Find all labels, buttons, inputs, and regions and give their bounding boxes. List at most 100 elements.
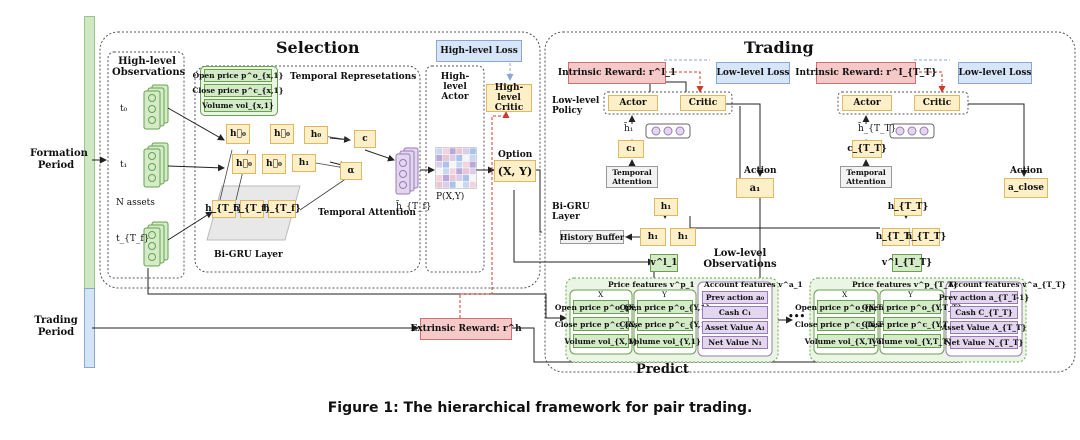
extrinsic-reward: Extrinsic Reward: r^h bbox=[410, 318, 522, 340]
critic-T: Critic bbox=[914, 95, 960, 111]
trading-region bbox=[544, 31, 1076, 373]
heatmap-cell bbox=[469, 181, 477, 189]
low-level-policy-region-2 bbox=[837, 91, 969, 115]
n-assets-label: N assets bbox=[116, 198, 155, 208]
heatmap-cell bbox=[455, 174, 463, 182]
obs1-prev-action: Prev action a₀ bbox=[702, 291, 768, 304]
hT-fwd-trading: h_{T_T} bbox=[876, 228, 916, 246]
selection-title: Selection bbox=[276, 38, 360, 57]
heatmap-cell bbox=[435, 174, 443, 182]
x-col-1: X bbox=[598, 290, 604, 299]
bigru-layer-label: Bi-GRU Layer bbox=[214, 250, 283, 260]
heatmap-cell bbox=[442, 167, 450, 175]
h1tilde-label: h̃₁ bbox=[624, 124, 634, 134]
heatmap-cell bbox=[462, 181, 470, 189]
obsT-prev-action: Prev action a_{T_T-1} bbox=[938, 291, 1030, 304]
t0-label: t₀ bbox=[120, 104, 128, 114]
account-features-1-label: Account features v^a_1 bbox=[704, 280, 803, 289]
obsT-x-close: Close price p^c_{X,T_T} bbox=[795, 317, 897, 331]
h-backward-T: h_{T_f} bbox=[233, 200, 271, 218]
selection-region bbox=[99, 31, 541, 289]
alpha-box: α bbox=[340, 162, 362, 180]
low-level-policy-label: Low-level Policy bbox=[552, 96, 600, 116]
actor-T: Actor bbox=[842, 95, 892, 111]
actor-1: Actor bbox=[608, 95, 658, 111]
tTf-label: t_{T_f} bbox=[116, 234, 150, 244]
action-label-1: Action bbox=[744, 166, 777, 176]
obsT-x-open: Open price p^o_{X,T_T} bbox=[795, 300, 897, 314]
bigru-label: Bi-GRU Layer bbox=[552, 202, 590, 222]
heatmap-cell bbox=[449, 181, 457, 189]
htilde-label: h̃_{T_f} bbox=[396, 202, 432, 212]
heatmap-cell bbox=[455, 181, 463, 189]
ellipsis: ••• bbox=[788, 312, 806, 322]
low-level-loss-1: Low-level Loss bbox=[716, 62, 790, 84]
heatmap-cell bbox=[449, 147, 457, 155]
heatmap-cell bbox=[435, 161, 443, 169]
obs1-net-value: Net Value N₁ bbox=[702, 336, 768, 349]
obs1-x-open: Open price p^o_{X,1} bbox=[555, 300, 647, 314]
obsT-asset-value: Asset Value A_{T_T} bbox=[941, 321, 1027, 334]
y-col-T: Y bbox=[908, 290, 913, 299]
critic-1: Critic bbox=[680, 95, 726, 111]
heatmap-cell bbox=[469, 154, 477, 162]
heatmap-cell bbox=[442, 161, 450, 169]
heatmap-cell bbox=[469, 167, 477, 175]
vT-box: v^l_{T_T} bbox=[882, 254, 932, 272]
trading-period-label: Trading Period bbox=[34, 315, 78, 338]
account-features-T-label: Account features v^a_{T_T} bbox=[948, 280, 1067, 289]
high-level-actor-region bbox=[425, 65, 485, 273]
v1-box: v^l_1 bbox=[650, 254, 678, 272]
feature-close-price: Close price p^c_{x,1} bbox=[192, 84, 284, 97]
heatmap-cell bbox=[469, 147, 477, 155]
h-forward-1: h⃗₀ bbox=[232, 154, 256, 174]
heatmap-cell bbox=[455, 154, 463, 162]
heatmap-cell bbox=[435, 147, 443, 155]
heatmap-cell bbox=[449, 154, 457, 162]
h1-fwd-trading: h₁ bbox=[640, 228, 666, 246]
h1-bwd-trading: h₁ bbox=[670, 228, 696, 246]
obsT-y-open: Open price p^o_{Y,T_T} bbox=[862, 300, 962, 314]
option-label: Option bbox=[498, 150, 533, 160]
price-features-T-label: Price features v^p_{T_T} bbox=[852, 280, 958, 289]
heatmap-cell bbox=[442, 174, 450, 182]
h-forward-0: h⃗₀ bbox=[226, 124, 250, 144]
high-level-critic: High-level Critic bbox=[486, 83, 532, 113]
predict-label: Predict bbox=[636, 362, 689, 377]
temporal-attention-1: Temporal Attention bbox=[606, 166, 658, 188]
heatmap-cell bbox=[455, 167, 463, 175]
cT-box: c_{T_T} bbox=[847, 140, 887, 158]
temporal-attention-label: Temporal Attention bbox=[318, 208, 416, 218]
heatmap-cell bbox=[449, 167, 457, 175]
high-level-loss: High-level Loss bbox=[436, 40, 522, 62]
feature-open-price: Open price p^o_{x,1} bbox=[192, 69, 284, 82]
x-col-T: X bbox=[842, 290, 848, 299]
low-level-loss-T: Low-level Loss bbox=[958, 62, 1032, 84]
obs1-x-close: Close price p^c_{X,1} bbox=[555, 317, 647, 331]
obs-stack-t1 bbox=[143, 142, 169, 188]
h1tilde-circles bbox=[645, 123, 691, 139]
temporal-attention-T: Temporal Attention bbox=[840, 166, 892, 188]
heatmap-cell bbox=[462, 174, 470, 182]
t1-label: t₁ bbox=[120, 160, 128, 170]
obs-stack-tTf bbox=[143, 221, 169, 267]
history-buffer: History Buffer bbox=[559, 230, 625, 244]
heatmap-cell bbox=[442, 147, 450, 155]
obsT-net-value: Net Value N_{T_T} bbox=[944, 336, 1024, 349]
pxy-label: P(X,Y) bbox=[436, 192, 465, 202]
action-a1: a₁ bbox=[736, 178, 774, 198]
heatmap-cell bbox=[442, 154, 450, 162]
hTtilde-label: h̃_{T_T} bbox=[858, 124, 897, 134]
heatmap-cell bbox=[462, 167, 470, 175]
action-aclose: a_close bbox=[1004, 178, 1048, 198]
heatmap-cell bbox=[462, 147, 470, 155]
low-level-policy-region-1 bbox=[603, 91, 733, 115]
h-backward-1: h⃖₀ bbox=[262, 154, 286, 174]
obsT-x-volume: Volume vol_{X,T_T} bbox=[805, 334, 887, 348]
obs-stack-t0 bbox=[143, 84, 169, 130]
heatmap-cell bbox=[449, 161, 457, 169]
formation-period-label: Formation Period bbox=[30, 148, 88, 171]
high-level-actor-label: High-level Actor bbox=[440, 72, 470, 102]
c1-box: c₁ bbox=[618, 140, 644, 158]
h0-box: h₀ bbox=[304, 126, 328, 144]
